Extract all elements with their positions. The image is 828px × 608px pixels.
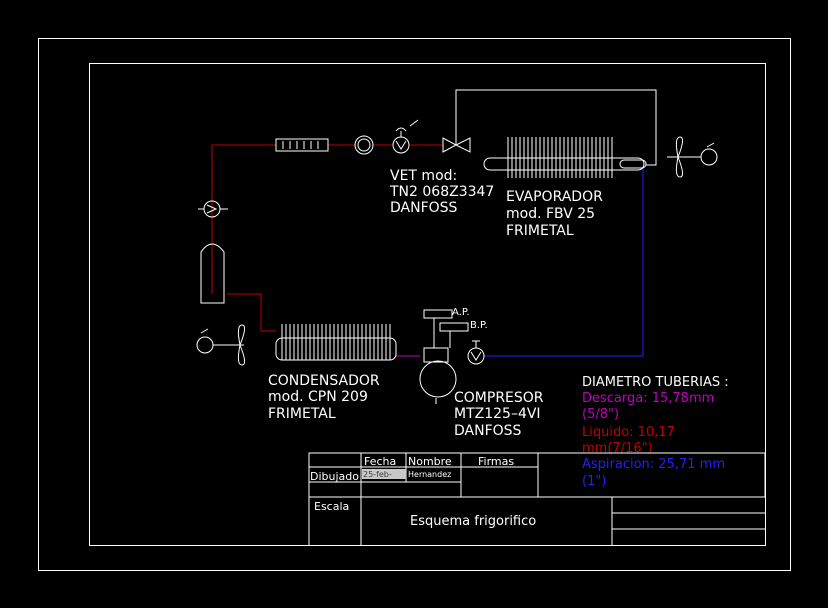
compressor-label-line1: COMPRESOR xyxy=(454,390,544,406)
suction-line xyxy=(484,168,644,357)
escala-label: Escala xyxy=(314,500,349,513)
nombre-header: Nombre xyxy=(408,455,452,468)
valve-label-line2: TN2 068Z3347 xyxy=(389,184,494,200)
evaporator-coil-icon xyxy=(483,137,647,178)
condenser-fan-icon xyxy=(196,324,246,366)
high-pressure-label: A.P. xyxy=(452,307,470,318)
date-value: 25-feb- xyxy=(363,470,392,479)
fecha-header: Fecha xyxy=(364,455,396,468)
title-block xyxy=(308,452,766,545)
pipes-aspiracion-2: (1") xyxy=(582,474,606,489)
date-cell-fill xyxy=(362,469,406,479)
expansion-valve-icon xyxy=(442,89,657,166)
evaporator-label-line1: EVAPORADOR xyxy=(506,189,603,205)
pipes-descarga-2: (5/8") xyxy=(582,407,619,422)
suction-valve-icon xyxy=(467,340,485,365)
pump-icon xyxy=(198,200,228,218)
condenser-label-line2: mod. CPN 209 xyxy=(268,389,368,405)
pipes-descarga-1: Descarga: 15,78mm xyxy=(582,391,714,406)
valve-label: VET mod: TN2 068Z3347 DANFOSS xyxy=(389,168,494,216)
pipe-diameters: DIAMETRO TUBERIAS : Descarga: 15,78mm (5… xyxy=(582,375,729,489)
sight-glass-icon xyxy=(354,135,374,155)
evaporator-label-line2: mod. FBV 25 xyxy=(506,206,595,222)
condenser-label-line3: FRIMETAL xyxy=(268,406,336,422)
compressor-label-line2: MTZ125–4VI xyxy=(454,406,541,422)
filter-dryer-icon xyxy=(275,138,329,152)
name-value: Hernandez xyxy=(408,470,451,479)
condenser-label: CONDENSADOR mod. CPN 209 FRIMETAL xyxy=(268,373,380,422)
pipes-liquido-2: mm(7/16") xyxy=(582,441,653,456)
solenoid-valve-icon xyxy=(392,119,419,154)
drawing-title: Esquema frigorifico xyxy=(410,514,536,529)
compressor-icon xyxy=(419,309,469,404)
valve-label-line3: DANFOSS xyxy=(390,200,458,216)
pipes-title: DIAMETRO TUBERIAS : xyxy=(582,375,729,390)
evaporator-label-line3: FRIMETAL xyxy=(506,223,574,239)
condenser-label-line1: CONDENSADOR xyxy=(268,373,380,389)
pipes-aspiracion-1: Aspiracion: 25,71 mm xyxy=(582,457,725,472)
compressor-label: COMPRESOR MTZ125–4VI DANFOSS A.P. B.P. xyxy=(452,307,544,439)
outer-frame xyxy=(38,38,791,571)
inner-frame xyxy=(89,63,766,546)
dibujado-label: Dibujado xyxy=(310,470,359,483)
condenser-coil-icon xyxy=(275,324,397,361)
low-pressure-label: B.P. xyxy=(470,320,488,331)
receiver-icon xyxy=(200,243,225,304)
firmas-header: Firmas xyxy=(478,455,514,468)
evaporator-fan-icon xyxy=(667,136,718,178)
compressor-label-line3: DANFOSS xyxy=(454,423,522,439)
evaporator-label: EVAPORADOR mod. FBV 25 FRIMETAL xyxy=(506,189,603,239)
pipes-liquido-1: Liquido: 10,17 xyxy=(582,425,675,440)
valve-label-line1: VET mod: xyxy=(390,168,457,184)
